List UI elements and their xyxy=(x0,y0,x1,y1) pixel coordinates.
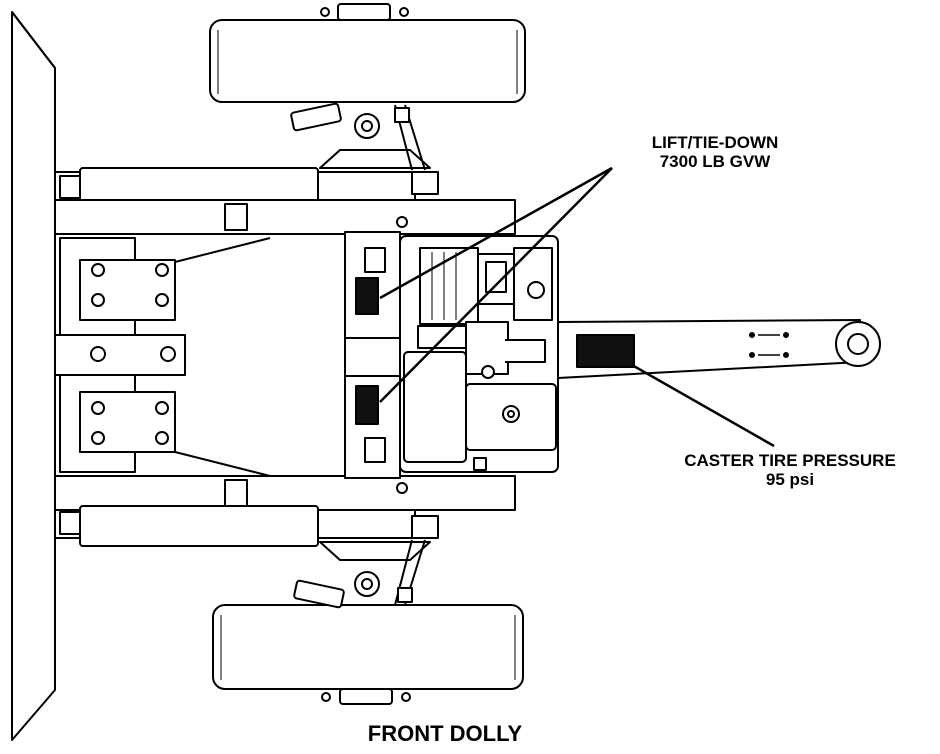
caster-tire-pressure-label-line2: 95 psi xyxy=(765,469,815,489)
lift-leader-lower xyxy=(379,167,613,403)
lift-tie-down-label-line1: LIFT/TIE-DOWN xyxy=(651,133,779,152)
caster-tire-pressure-label: CASTER TIRE PRESSURE 95 psi xyxy=(640,451,940,489)
bottom-axle-assembly xyxy=(293,539,431,609)
brake-unit xyxy=(399,235,559,473)
front-plate xyxy=(11,11,56,741)
caster-tire-pressure-label-line1: CASTER TIRE PRESSURE xyxy=(684,451,896,470)
center-crossmember xyxy=(344,231,421,479)
top-axle-assembly xyxy=(290,102,431,171)
caster-leader xyxy=(631,363,775,448)
diagram-title: FRONT DOLLY xyxy=(367,721,523,746)
leader-lines xyxy=(379,166,775,448)
lift-tie-down-decal-upper xyxy=(355,277,379,315)
bottom-tube xyxy=(54,475,516,547)
lift-leader-upper xyxy=(379,166,613,300)
bolt-bracket xyxy=(54,237,271,477)
caster-tire-pressure-decal xyxy=(576,334,635,368)
top-tube xyxy=(54,167,516,235)
bottom-wheel xyxy=(212,604,524,705)
top-wheel xyxy=(209,3,526,103)
lift-tie-down-label: LIFT/TIE-DOWN 7300 LB GVW xyxy=(600,133,830,171)
lift-tie-down-label-line2: 7300 LB GVW xyxy=(659,151,771,171)
lift-tie-down-decal-lower xyxy=(355,385,379,425)
